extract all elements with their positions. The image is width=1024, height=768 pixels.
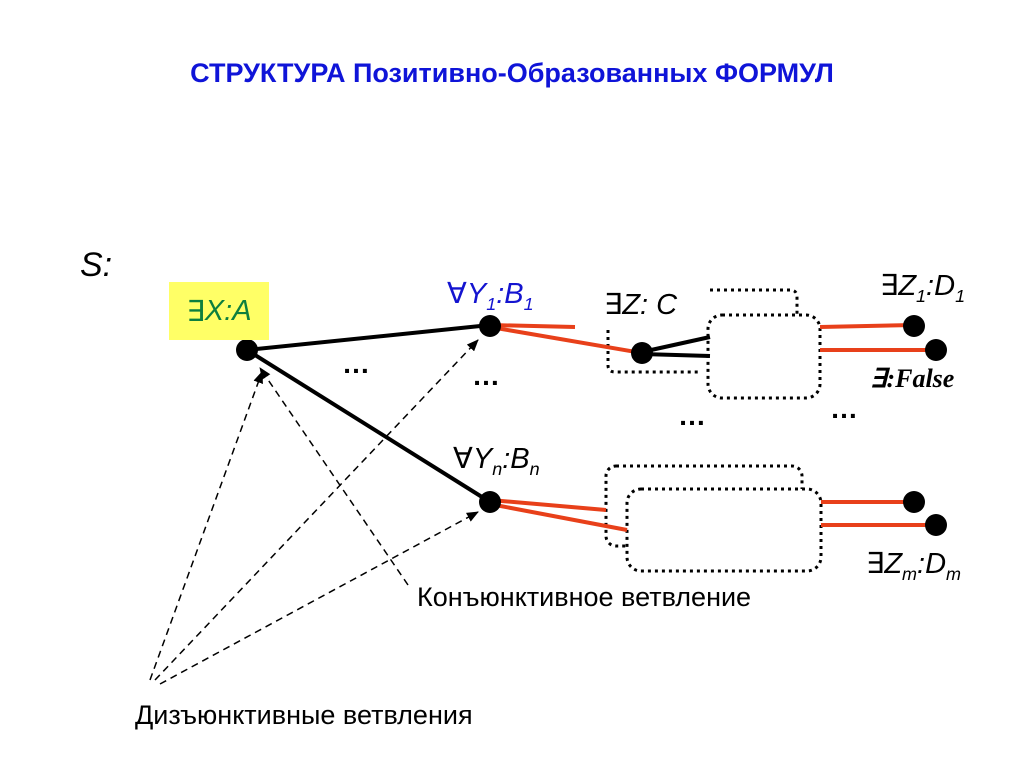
edge-yn-box-b [489, 502, 628, 532]
arrow-disj-y1 [154, 339, 479, 681]
exists-symbol: ∃ [604, 289, 623, 321]
edge-yn-box-a [489, 498, 607, 512]
node-yn-label: ∀Yn:Bn [453, 441, 540, 480]
z1-sub: 1 [916, 285, 927, 306]
conjunct-box-upper-back [606, 288, 799, 374]
yn-var: Y [472, 443, 493, 475]
root-sep: : [224, 294, 233, 327]
ellipsis-box: … [830, 393, 860, 424]
root-type: A [232, 294, 252, 327]
arrow-disj-yn [159, 511, 479, 685]
edge-y1-z [489, 325, 643, 355]
s-label: S: [80, 246, 113, 284]
disjunctive-branching-label: Дизъюнктивные ветвления [135, 700, 473, 730]
z1-type: D [934, 270, 956, 302]
z1-var: Z [898, 270, 917, 302]
false-type: False [895, 364, 955, 393]
node-y1-label: ∀Y1:B1 [447, 276, 534, 315]
edge-y1-stub [489, 323, 576, 329]
yn-type: B [510, 443, 530, 475]
exists-symbol: ∃ [186, 295, 205, 328]
zm-sep: : [917, 548, 926, 580]
exists-symbol: ∃ [880, 270, 899, 302]
node-z1-dot [903, 315, 925, 337]
forall-symbol: ∀ [447, 278, 467, 310]
z-type: C [656, 289, 678, 321]
edge-root-yn [245, 348, 492, 504]
edge-box-z1 [819, 323, 915, 329]
z-sep: : [640, 289, 657, 321]
edge-root-y1 [246, 323, 491, 352]
z-var: Z [622, 289, 641, 321]
node-zm-dot [925, 514, 947, 536]
y1-var: Y [466, 278, 487, 310]
ellipsis-y: … [472, 360, 502, 391]
node-zm-label: ∃Zm:Dm [866, 546, 961, 585]
node-yn-dot [479, 491, 501, 513]
false-sep: : [886, 364, 896, 393]
yn-sep: : [502, 443, 511, 475]
node-false-label: ∃:False [870, 364, 954, 394]
page-title: СТРУКТУРА Позитивно-Образованных ФОРМУЛ [190, 58, 834, 88]
z1-type-sub: 1 [955, 285, 966, 306]
node-z-dot [631, 342, 653, 364]
arrow-disj-root [149, 371, 263, 681]
zm-type: D [925, 548, 947, 580]
conjunctive-branching-label: Конъюнктивное ветвление [417, 582, 752, 612]
node-z1m-dot [903, 491, 925, 513]
zm-sub: m [902, 563, 918, 584]
node-z1-label: ∃Z1:D1 [880, 268, 965, 307]
node-root-dot [236, 339, 258, 361]
node-false-dot [925, 339, 947, 361]
y1-type-sub: 1 [523, 293, 534, 314]
forall-symbol: ∀ [453, 443, 473, 475]
y1-sep: : [496, 278, 505, 310]
yn-type-sub: n [529, 458, 540, 479]
exists-symbol: ∃ [870, 364, 887, 393]
y1-type: B [504, 278, 524, 310]
conjunct-box-lower-front [625, 487, 823, 573]
node-y1-dot [479, 315, 501, 337]
exists-symbol: ∃ [866, 548, 885, 580]
edge-z-box-a [641, 335, 711, 354]
conjunct-box-upper-front [706, 313, 822, 400]
arrow-conj-root [259, 367, 409, 586]
ellipsis-z: … [678, 400, 708, 431]
node-root-label: ∃X:A [169, 282, 269, 340]
zm-type-sub: m [946, 563, 961, 584]
yn-sub: n [492, 458, 503, 479]
z1-sep: : [926, 270, 935, 302]
root-var: X [204, 294, 225, 327]
node-z-label: ∃Z: C [604, 287, 677, 322]
ellipsis-root: … [342, 348, 372, 379]
edge-z-box-b [641, 352, 711, 358]
zm-var: Z [884, 548, 903, 580]
y1-sub: 1 [486, 293, 497, 314]
